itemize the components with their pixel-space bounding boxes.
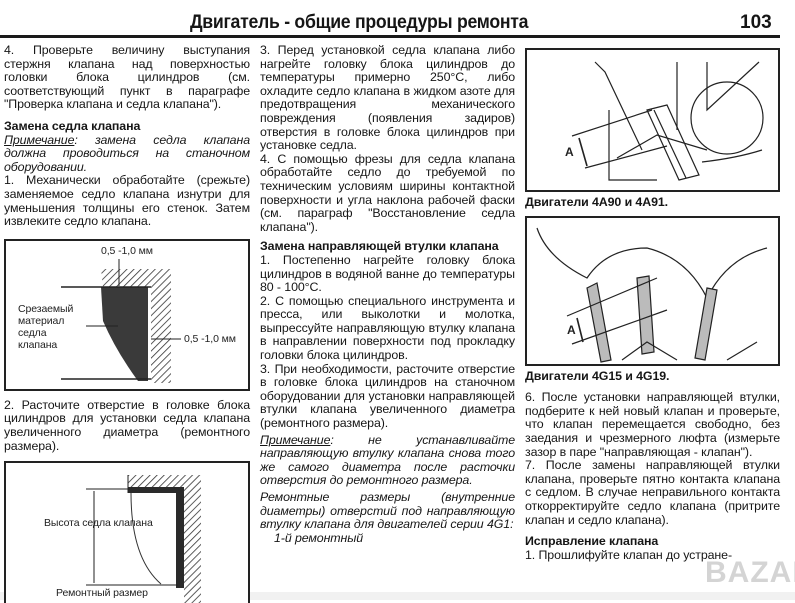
repair-size-label: Ремонтный размер [56, 587, 148, 600]
paragraph: Ремонтные размеры (внутренние диаметры) … [260, 490, 515, 532]
watermark-logo: BAZAR [705, 556, 795, 589]
paragraph: 7. После замены направляющей втулки клап… [525, 458, 780, 527]
figure-caption: Двигатели 4A90 и 4A91. [525, 195, 668, 209]
paragraph: 1. Прошлифуйте клапан до устране- [525, 547, 732, 562]
paragraph: 1. Механически обработайте (срежьте) зам… [4, 173, 250, 229]
note-text: : замена седла клапана должна проводитьс… [4, 132, 250, 174]
note: Примечание: не устанавливайте направляющ… [260, 432, 515, 488]
note-label: Примечание [4, 132, 75, 147]
repair-size-diagram [86, 475, 201, 603]
figure-caption: Двигатели 4G15 и 4G19. [525, 368, 670, 383]
page-number: 103 [740, 12, 772, 33]
figure-4g15: A [525, 215, 780, 366]
paragraph: 2. С помощью специального инструмента и … [260, 293, 515, 363]
figure-repair-size: Высота седла клапана Ремонтный размер [4, 461, 250, 603]
figure-seat-cut: 0,5 -1,0 мм 0,5 -1,0 мм Срезаемый матери… [4, 238, 250, 391]
middle-column: 3. Перед установкой седла клапана либо н… [260, 43, 515, 545]
note: Примечание: замена седла клапана должна … [4, 132, 250, 175]
cut-material-label: Срезаемый материал седла клапана [18, 302, 74, 351]
section-heading: Замена седла клапана [4, 118, 141, 133]
dimension-a-label: A [565, 145, 574, 159]
page-title: Двигатель - общие процедуры ремонта [190, 12, 529, 33]
dimension-a-label: A [567, 322, 576, 337]
paragraph: 3. При необходимости, расточите отверсти… [260, 361, 515, 431]
seat-height-label: Высота седла клапана [44, 517, 153, 530]
paragraph: 2. Расточите отверстие в головке блока ц… [4, 397, 250, 453]
engine-4g15-diagram [536, 227, 768, 363]
page-bottom-edge [0, 592, 795, 600]
dimension-right: 0,5 -1,0 мм [184, 332, 236, 345]
dimension-top: 0,5 -1,0 мм [101, 244, 153, 257]
paragraph: 1-й ремонтный [274, 530, 364, 545]
engine-4a90-diagram [571, 61, 764, 181]
right-column: A Двигатели 4A90 и 4A91. A Двигатели 4G1… [525, 44, 780, 562]
paragraph: 4. Проверьте величину выступания стержня… [4, 43, 250, 112]
paragraph: 4. С помощью фрезы для седла клапана обр… [260, 151, 515, 234]
header-rule [0, 35, 780, 38]
seat-cut-diagram [61, 258, 181, 383]
paragraph: 3. Перед установкой седла клапана либо н… [260, 43, 515, 153]
note-text: : не устанавливайте направляющую втулку … [260, 432, 515, 488]
section-heading: Исправление клапана [525, 534, 659, 549]
left-column: 4. Проверьте величину выступания стержня… [4, 43, 250, 603]
section-heading: Замена направляющей втулки клапана [260, 239, 499, 254]
paragraph: 1. Постепенно нагрейте головку блока цил… [260, 252, 515, 295]
paragraph: 6. После установки направляющей втулки, … [525, 390, 780, 459]
note-label: Примечание [260, 432, 331, 447]
figure-4a90: A [525, 48, 780, 192]
